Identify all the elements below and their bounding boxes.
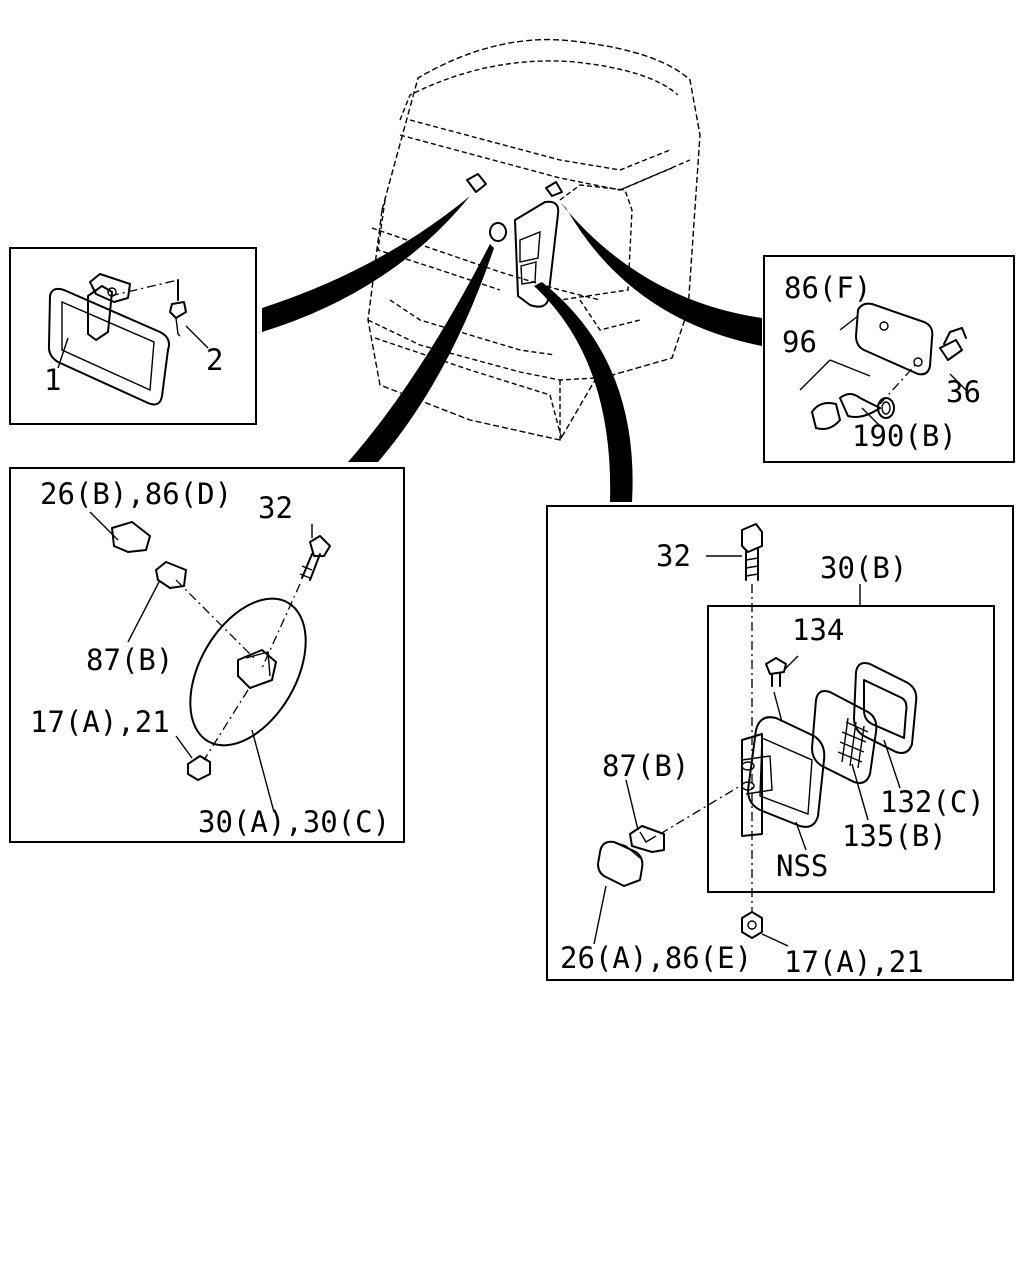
label-part-NSS: NSS	[776, 849, 828, 883]
label-part-135B: 135(B)	[842, 819, 947, 853]
label-part-96: 96	[782, 325, 817, 359]
leader-wedge-center	[348, 244, 494, 462]
inner-mirror-parts	[47, 273, 187, 406]
leader-wedge-left	[262, 196, 470, 332]
label-part-32-square: 32	[656, 539, 691, 573]
label-part-2: 2	[206, 343, 223, 377]
label-part-26A-86E: 26(A),86(E)	[560, 941, 752, 975]
label-part-190B: 190(B)	[852, 419, 957, 453]
label-part-87B-square: 87(B)	[602, 749, 689, 783]
cab-light-callout-box	[763, 255, 1015, 463]
label-part-132C: 132(C)	[880, 785, 985, 819]
label-part-32-round: 32	[258, 491, 293, 525]
cab-light-parts	[811, 302, 967, 430]
label-part-30A-30C: 30(A),30(C)	[198, 805, 390, 839]
leader-wedge-right	[560, 202, 762, 346]
truck-cab-outline	[367, 38, 701, 441]
round-mirror-parts	[111, 521, 331, 781]
label-part-17A-21-round: 17(A),21	[30, 705, 170, 739]
label-part-17A-21-square: 17(A),21	[784, 945, 924, 979]
label-part-36: 36	[946, 375, 981, 409]
leader-wedge-mirror-down	[534, 282, 633, 502]
label-part-86F: 86(F)	[784, 271, 871, 305]
inner-mirror-callout-box	[9, 247, 257, 425]
label-part-26B-86D: 26(B),86(D)	[40, 477, 232, 511]
mirror-assembly-inner-box	[707, 605, 995, 893]
label-part-30B: 30(B)	[820, 551, 907, 585]
label-part-1: 1	[44, 363, 61, 397]
square-mirror-parts	[597, 523, 918, 939]
label-part-134: 134	[792, 613, 844, 647]
label-part-87B-round: 87(B)	[86, 643, 173, 677]
round-mirror-callout-box	[9, 467, 405, 843]
